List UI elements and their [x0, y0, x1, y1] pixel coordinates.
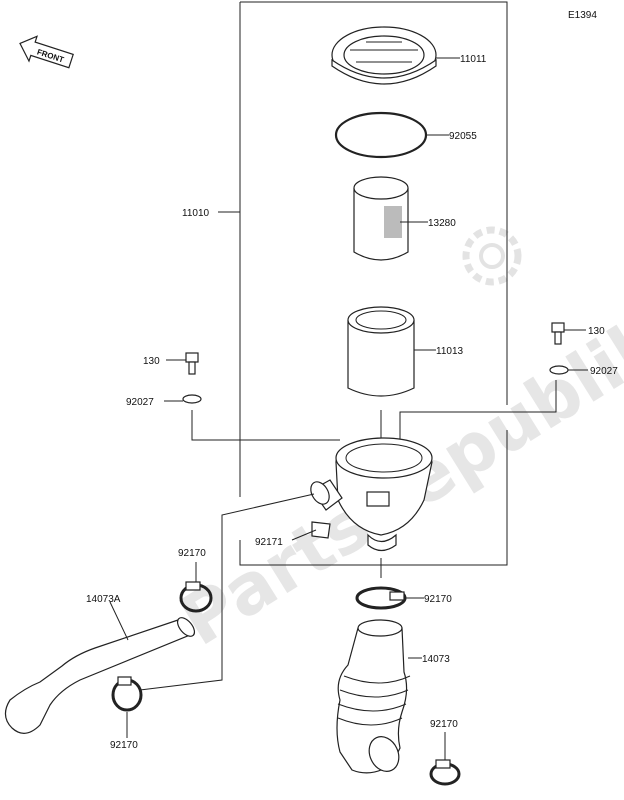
label-11011: 11011 — [460, 54, 487, 65]
gear-icon — [462, 226, 522, 286]
label-92027-right: 92027 — [590, 366, 618, 377]
assembly-bracket — [218, 1, 508, 566]
part-92027-washer-left — [164, 394, 340, 441]
part-130-bolt-left — [166, 352, 199, 375]
label-92027-left: 92027 — [126, 397, 154, 408]
front-arrow-icon: FRONT — [19, 35, 74, 69]
part-92027-washer-right — [399, 365, 588, 440]
part-13280-filter — [353, 176, 428, 261]
part-11011-cover — [331, 26, 460, 85]
part-11013-element — [347, 306, 436, 397]
part-14073A-hose — [4, 601, 196, 734]
label-130-left: 130 — [143, 356, 160, 367]
label-92055: 92055 — [449, 131, 477, 142]
label-92170-bottom-left: 92170 — [110, 740, 138, 751]
diagram-code: E1394 — [568, 10, 597, 21]
label-92170-top-left: 92170 — [178, 548, 206, 559]
label-11013: 11013 — [436, 346, 464, 357]
part-14073-hose — [336, 619, 422, 774]
guide-line — [139, 493, 315, 691]
part-92055-o-ring — [334, 111, 449, 159]
part-92170-clamp-bottom-right — [429, 732, 461, 786]
part-92170-clamp-bottom-left — [111, 676, 143, 738]
part-92170-clamp-top-left — [179, 562, 213, 613]
part-130-bolt-right — [551, 322, 586, 345]
part-92170-clamp-mid — [355, 586, 424, 610]
label-92170-mid: 92170 — [424, 594, 452, 605]
label-14073A: 14073A — [86, 594, 121, 605]
label-11010: 11010 — [182, 208, 210, 219]
label-130-right: 130 — [588, 326, 605, 337]
label-92171: 92171 — [255, 537, 283, 548]
label-14073: 14073 — [422, 654, 450, 665]
part-air-cleaner-housing — [291, 437, 433, 552]
label-92170-bottom-right: 92170 — [430, 719, 458, 730]
label-13280: 13280 — [428, 218, 456, 229]
